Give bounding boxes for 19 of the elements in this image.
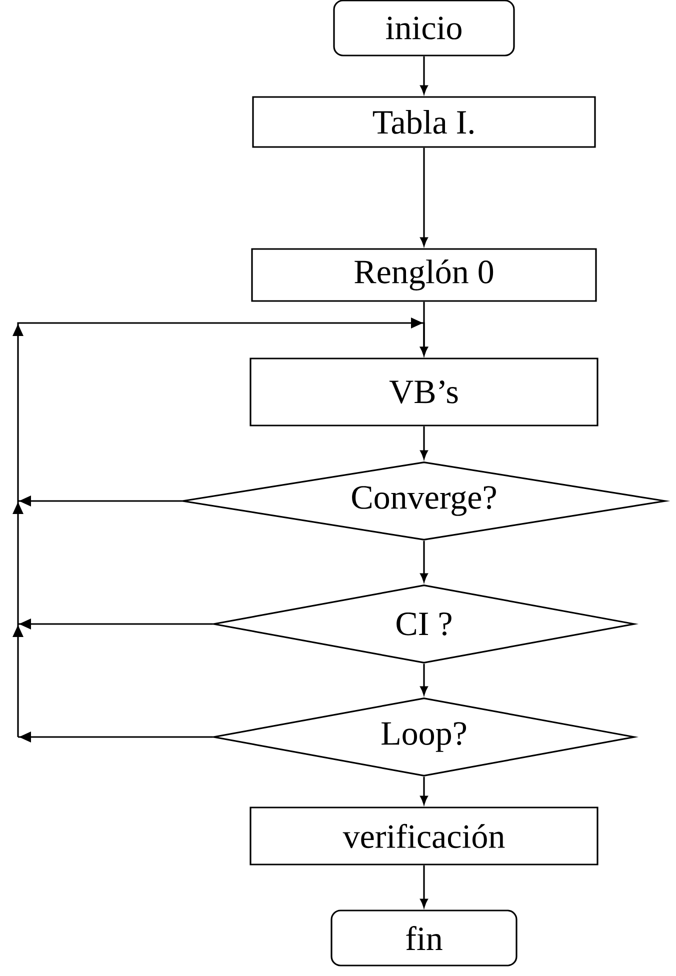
- arrow: [420, 426, 428, 459]
- arrow: [420, 56, 428, 94]
- loop-arrow: [12, 318, 428, 501]
- arrow: [12, 624, 24, 737]
- process-box: VB’s: [250, 358, 598, 426]
- arrow: [420, 148, 428, 246]
- arrow: [18, 618, 213, 630]
- arrow: [18, 732, 213, 742]
- arrow: [12, 501, 24, 624]
- process-box: Renglón 0: [251, 248, 597, 302]
- arrow: [420, 664, 428, 695]
- arrow: [420, 865, 428, 908]
- terminal-box: fin: [330, 910, 518, 966]
- arrow: [18, 496, 182, 506]
- arrow: [420, 776, 428, 804]
- process-box: Tabla I.: [252, 96, 596, 148]
- terminal-box: inicio: [333, 0, 515, 56]
- process-box: verificación: [250, 806, 598, 866]
- arrow: [420, 540, 428, 582]
